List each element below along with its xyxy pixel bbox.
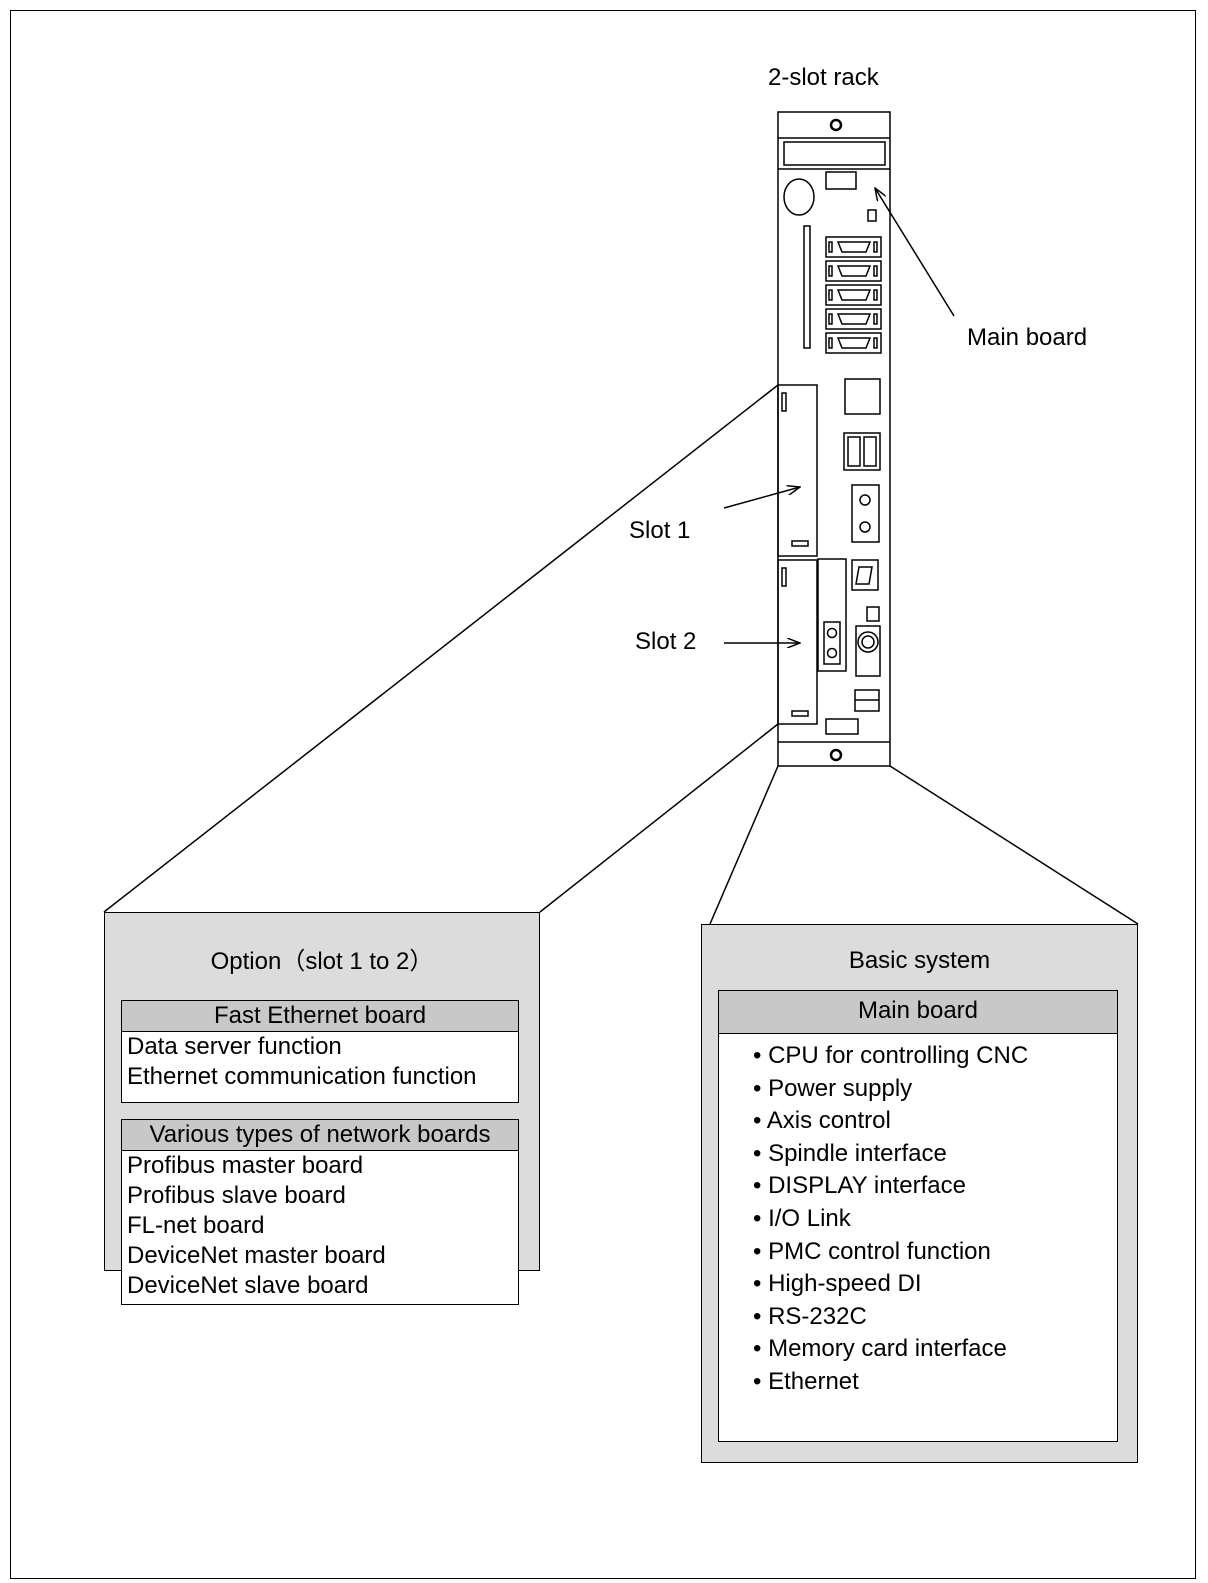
list-item: Profibus master board	[127, 1152, 364, 1179]
network-boards-box: Various types of network boards Profibus…	[121, 1119, 519, 1305]
rack-title: 2-slot rack	[768, 64, 879, 91]
list-item: Ethernet communication function	[127, 1063, 477, 1090]
bottom-screw-hole	[829, 748, 843, 762]
diagram-frame	[10, 10, 1196, 1579]
list-item: • DISPLAY interface	[753, 1172, 966, 1200]
main-board-box: Main board • CPU for controlling CNC • P…	[718, 990, 1118, 1442]
basic-system-panel: Basic system Main board • CPU for contro…	[701, 924, 1138, 1463]
slot-1-card	[777, 384, 818, 557]
list-item: • CPU for controlling CNC	[753, 1042, 1029, 1069]
top-screw-hole	[829, 118, 843, 132]
list-item: Data server function	[127, 1033, 342, 1060]
fast-ethernet-heading: Fast Ethernet board	[122, 1001, 518, 1032]
list-item: • Memory card interface	[753, 1335, 1007, 1363]
network-boards-heading: Various types of network boards	[122, 1120, 518, 1151]
list-item: • Axis control	[753, 1107, 891, 1135]
list-item: DeviceNet master board	[127, 1242, 386, 1269]
connector-stack	[825, 236, 882, 354]
fast-ethernet-box: Fast Ethernet board Data server function…	[121, 1000, 519, 1103]
slot-1-pointer	[723, 487, 800, 509]
list-item: • Ethernet	[753, 1367, 859, 1395]
list-item: • RS-232C	[753, 1302, 867, 1330]
main-board-pointer	[875, 188, 955, 317]
list-item: • Power supply	[753, 1074, 913, 1102]
slot-2-card	[777, 559, 818, 725]
list-item: FL-net board	[127, 1212, 265, 1239]
basic-system-title: Basic system	[848, 947, 991, 974]
slot-1-label: Slot 1	[629, 517, 691, 544]
list-item: Profibus slave board	[127, 1182, 346, 1209]
list-item: • I/O Link	[753, 1204, 851, 1232]
memory-card-slot	[803, 225, 811, 349]
main-board-heading: Main board	[719, 991, 1117, 1034]
main-board-features: • CPU for controlling CNC • Power supply…	[719, 1034, 1117, 1399]
option-panel-title: Option（slot 1 to 2）	[210, 948, 434, 975]
battery	[783, 178, 815, 216]
top-label-slot	[783, 141, 886, 166]
list-item: • PMC control function	[753, 1237, 991, 1265]
list-item: • Spindle interface	[753, 1139, 947, 1167]
list-item: DeviceNet slave board	[127, 1272, 369, 1299]
list-item: • High-speed DI	[753, 1270, 922, 1298]
slot-2-label: Slot 2	[635, 628, 697, 655]
option-panel: Option（slot 1 to 2） Fast Ethernet board …	[104, 912, 540, 1305]
led-display	[851, 559, 879, 591]
main-board-label: Main board	[967, 324, 1088, 351]
